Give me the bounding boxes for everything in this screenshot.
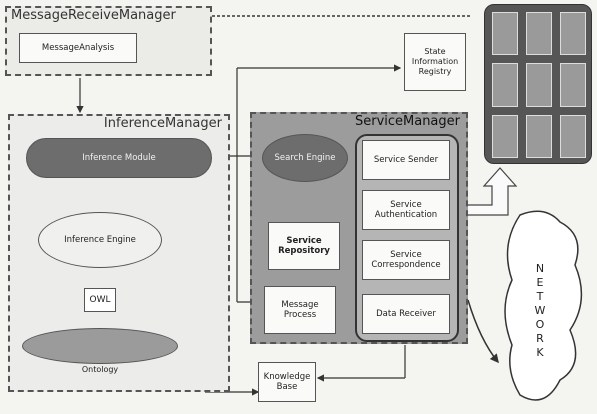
service-correspondence: Service Correspondence [362, 240, 450, 280]
service-sender: Service Sender [362, 140, 450, 180]
service-icon [560, 63, 586, 106]
service-icon [492, 115, 518, 158]
service-repository: Service Repository [268, 222, 340, 270]
network-letter: T [532, 290, 548, 304]
inference-engine: Inference Engine [38, 212, 162, 268]
search-engine: Search Engine [262, 134, 348, 182]
inference-module: Inference Module [26, 138, 212, 178]
inference-manager-title: InferenceManager [104, 117, 222, 131]
message-process: Message Process [264, 286, 336, 334]
service-icon [560, 12, 586, 55]
service-icon [492, 12, 518, 55]
big-arrow-to-services [462, 168, 516, 215]
owl-document: OWL [84, 288, 116, 312]
message-receive-manager-title: MessageReceiveManager [11, 9, 176, 23]
network-letter: W [532, 304, 548, 318]
network-letter: O [532, 318, 548, 332]
network-letter: R [532, 332, 548, 346]
message-analysis-box: MessageAnalysis [19, 33, 137, 63]
ontology [22, 328, 178, 364]
service-icon [492, 63, 518, 106]
message-receive-manager-group: MessageReceiveManager MessageAnalysis [5, 6, 212, 76]
service-grid-items [492, 12, 586, 158]
service-icon [526, 63, 552, 106]
service-icon [560, 115, 586, 158]
service-icon [526, 115, 552, 158]
network-label: N E T W O R K [532, 262, 548, 360]
service-icon [526, 12, 552, 55]
network-letter: K [532, 346, 548, 360]
state-information-registry: State Information Registry [404, 33, 466, 91]
network-letter: E [532, 276, 548, 290]
service-manager-title: ServiceManager [355, 115, 460, 129]
arrow-to-network [468, 300, 498, 362]
network-letter: N [532, 262, 548, 276]
knowledge-base: Knowledge Base [258, 362, 316, 402]
data-receiver: Data Receiver [362, 294, 450, 334]
service-authentication: Service Authentication [362, 190, 450, 230]
ontology-label: Ontology [70, 365, 130, 374]
